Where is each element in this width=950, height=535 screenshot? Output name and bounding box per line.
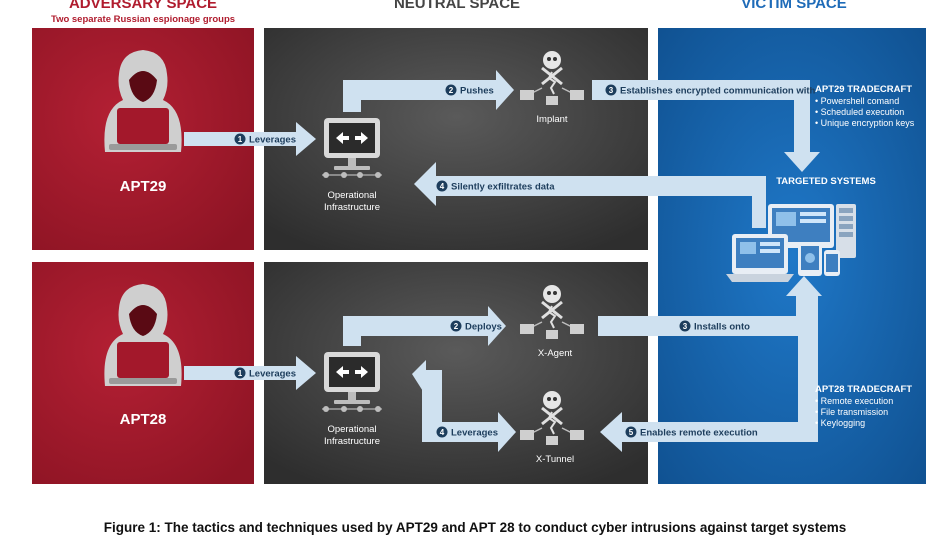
svg-text:2: 2 bbox=[454, 322, 459, 331]
apt29-tradecraft-item-3: • Unique encryption keys bbox=[815, 118, 915, 128]
apt28-tradecraft: APT28 TRADECRAFT • Remote execution • Fi… bbox=[815, 384, 912, 428]
implant-label: Implant bbox=[536, 114, 568, 125]
adversary-header: ADVERSARY SPACE bbox=[69, 0, 217, 12]
svg-text:3: 3 bbox=[683, 322, 688, 331]
apt28-label: APT28 bbox=[120, 411, 167, 428]
apt28-tradecraft-title: APT28 TRADECRAFT bbox=[815, 384, 912, 395]
apt29-pushes-arrow bbox=[343, 70, 514, 112]
apt29-infra-label-1: Operational bbox=[327, 190, 376, 201]
apt29-tradecraft: APT29 TRADECRAFT • Powershell comand • S… bbox=[815, 84, 915, 128]
apt28-step1: 1 Leverages bbox=[234, 367, 296, 380]
apt28-tradecraft-item-3: • Keylogging bbox=[815, 418, 865, 428]
apt29-establishes-label: Establishes encrypted communication with bbox=[620, 86, 816, 97]
apt28-remote-arrow bbox=[600, 296, 818, 452]
apt29-step2: 2 Pushes bbox=[445, 84, 494, 97]
svg-text:4: 4 bbox=[440, 428, 445, 437]
apt28-step2: 2 Deploys bbox=[450, 320, 502, 333]
apt29-exfil-label: Silently exfiltrates data bbox=[451, 182, 555, 193]
svg-text:2: 2 bbox=[449, 86, 454, 95]
apt29-neutral-panel bbox=[264, 28, 648, 250]
apt28-installs-label: Installs onto bbox=[694, 322, 750, 333]
apt29-tradecraft-title: APT29 TRADECRAFT bbox=[815, 84, 912, 95]
apt29-leverages-label: Leverages bbox=[249, 135, 296, 146]
apt29-exfil-arrow bbox=[414, 162, 766, 228]
targeted-systems-label: TARGETED SYSTEMS bbox=[776, 176, 876, 187]
apt28-step4: 4 Leverages bbox=[436, 426, 498, 439]
apt28-step3: 3 Installs onto bbox=[679, 320, 750, 333]
apt28-deploys-label: Deploys bbox=[465, 322, 502, 333]
apt28-tradecraft-item-1: • Remote execution bbox=[815, 396, 893, 406]
apt28-installs-arrow bbox=[598, 276, 822, 336]
svg-text:5: 5 bbox=[629, 428, 634, 437]
apt28-leverages-arrow bbox=[184, 356, 316, 390]
victim-header: VICTIM SPACE bbox=[741, 0, 847, 12]
apt28-infra-label-1: Operational bbox=[327, 424, 376, 435]
apt29-label: APT29 bbox=[120, 178, 167, 195]
apt28-remote-label: Enables remote execution bbox=[640, 428, 758, 439]
apt29-infra-label-2: Infrastructure bbox=[324, 202, 380, 213]
apt29-step4: 4 Silently exfiltrates data bbox=[436, 180, 555, 193]
apt29-step1: 1 Leverages bbox=[234, 133, 296, 146]
apt29-step3: 3 Establishes encrypted communication wi… bbox=[605, 84, 816, 97]
neutral-header: NEUTRAL SPACE bbox=[394, 0, 520, 12]
apt28-deploys-arrow bbox=[343, 306, 506, 346]
apt29-tradecraft-item-1: • Powershell comand bbox=[815, 96, 899, 106]
apt29-tradecraft-item-2: • Scheduled execution bbox=[815, 107, 904, 117]
apt28-infra-label-2: Infrastructure bbox=[324, 436, 380, 447]
figure-caption: Figure 1: The tactics and techniques use… bbox=[103, 520, 847, 535]
apt28-tradecraft-item-2: • File transmission bbox=[815, 407, 888, 417]
victim-panel bbox=[658, 28, 926, 484]
apt29-pushes-label: Pushes bbox=[460, 86, 494, 97]
x-tunnel-label: X-Tunnel bbox=[536, 454, 574, 465]
svg-text:1: 1 bbox=[238, 135, 243, 144]
apt28-step5: 5 Enables remote execution bbox=[625, 426, 758, 439]
adversary-subheader: Two separate Russian espionage groups bbox=[51, 14, 235, 25]
apt28-neutral-panel bbox=[264, 262, 648, 484]
svg-text:1: 1 bbox=[238, 369, 243, 378]
x-agent-label: X-Agent bbox=[538, 348, 573, 359]
svg-text:4: 4 bbox=[440, 182, 445, 191]
apt28-leverages-label: Leverages bbox=[249, 369, 296, 380]
apt28-leverages2-label: Leverages bbox=[451, 428, 498, 439]
apt29-leverages-arrow bbox=[184, 122, 316, 156]
svg-text:3: 3 bbox=[609, 86, 614, 95]
